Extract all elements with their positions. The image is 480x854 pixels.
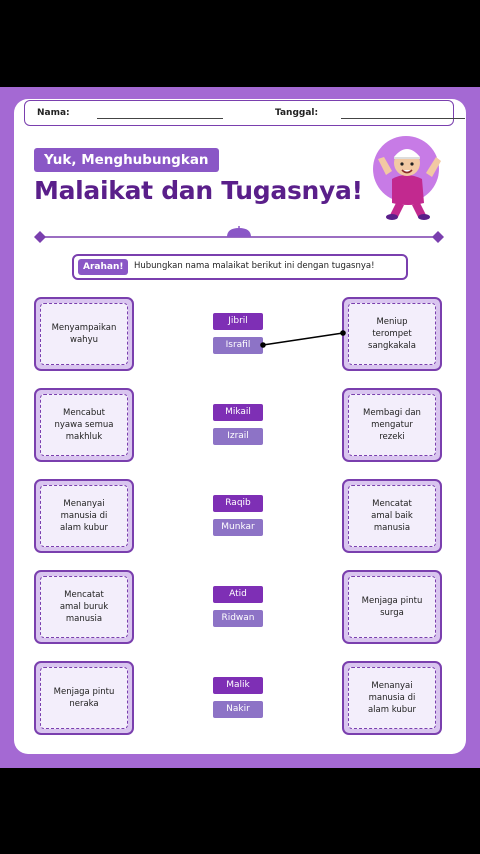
left-task-text: Menanyai manusia di alam kubur [40, 485, 128, 547]
angel-name-chip[interactable]: Israfil [213, 337, 263, 354]
right-task-text: Menjaga pintu surga [348, 576, 436, 638]
angel-name-chip[interactable]: Atid [213, 586, 263, 603]
angel-name-chip[interactable]: Izrail [213, 428, 263, 445]
left-task-text: Menjaga pintu neraka [40, 667, 128, 729]
left-task-box[interactable]: Menanyai manusia di alam kubur [34, 479, 134, 553]
angel-name-chip[interactable]: Ridwan [213, 610, 263, 627]
right-task-text: Membagi dan mengatur rezeki [348, 394, 436, 456]
name-label: Nama: [37, 108, 70, 118]
left-task-text: Menyampaikan wahyu [40, 303, 128, 365]
right-task-box[interactable]: Membagi dan mengatur rezeki [342, 388, 442, 462]
name-field[interactable] [97, 118, 223, 119]
page-title: Malaikat dan Tugasnya! [34, 176, 363, 205]
instruction-box: Arahan! Hubungkan nama malaikat berikut … [72, 254, 408, 280]
instruction-tag: Arahan! [78, 259, 129, 275]
angel-name-chip[interactable]: Munkar [213, 519, 263, 536]
right-task-box[interactable]: Meniup terompet sangkakala [342, 297, 442, 371]
left-task-box[interactable]: Menyampaikan wahyu [34, 297, 134, 371]
right-task-text: Menanyai manusia di alam kubur [348, 667, 436, 729]
child-avatar-icon [373, 136, 441, 220]
left-task-text: Mencatat amal buruk manusia [40, 576, 128, 638]
right-task-text: Meniup terompet sangkakala [348, 303, 436, 365]
date-field[interactable] [341, 118, 465, 119]
right-task-box[interactable]: Menanyai manusia di alam kubur [342, 661, 442, 735]
left-task-box[interactable]: Mencabut nyawa semua makhluk [34, 388, 134, 462]
left-task-text: Mencabut nyawa semua makhluk [40, 394, 128, 456]
ornamental-divider [34, 226, 444, 243]
angel-name-chip[interactable]: Jibril [213, 313, 263, 330]
angel-name-chip[interactable]: Mikail [213, 404, 263, 421]
date-label: Tanggal: [275, 108, 319, 118]
right-task-text: Mencatat amal baik manusia [348, 485, 436, 547]
angel-name-chip[interactable]: Raqib [213, 495, 263, 512]
right-task-box[interactable]: Mencatat amal baik manusia [342, 479, 442, 553]
right-task-box[interactable]: Menjaga pintu surga [342, 570, 442, 644]
left-task-box[interactable]: Mencatat amal buruk manusia [34, 570, 134, 644]
left-task-box[interactable]: Menjaga pintu neraka [34, 661, 134, 735]
subtitle-pill: Yuk, Menghubungkan [34, 148, 219, 172]
name-date-bar: Nama: Tanggal: [24, 100, 465, 126]
angel-name-chip[interactable]: Malik [213, 677, 263, 694]
angel-name-chip[interactable]: Nakir [213, 701, 263, 718]
instruction-text: Hubungkan nama malaikat berikut ini deng… [134, 261, 375, 271]
